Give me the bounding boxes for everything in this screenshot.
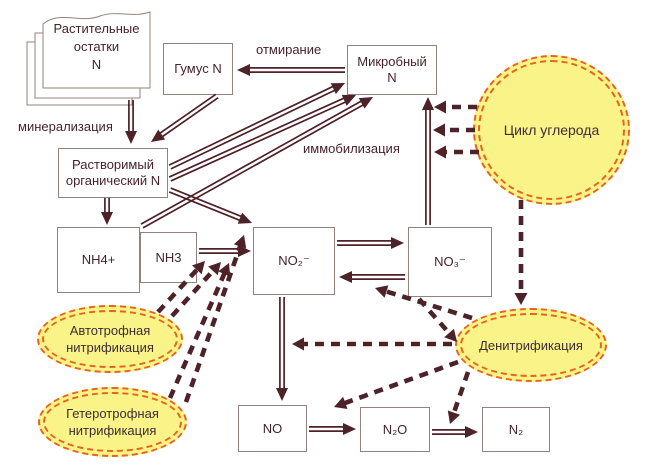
node-denitrification: Денитрификация [455,308,607,382]
node-soluble-organic-line: органический N [65,173,161,188]
node-soluble-organic-line: Растворимый [72,157,154,172]
node-n2-label: N₂ [508,421,524,437]
plant-residues-pages-shape [26,11,151,106]
node-heterotrophic-nitrification: Гетеротрофная нитрификация [38,387,187,457]
node-n2o-label: N₂O [382,421,408,437]
node-plant-residues: Растительные остатки N [45,20,148,74]
node-humus: Гумус N [163,43,233,95]
node-no3: NO₃⁻ [408,227,492,297]
node-microbial-line: Микробный [357,54,427,69]
node-autotrophic-line: Автотрофная [69,323,151,338]
node-soluble-organic: Растворимый органический N [58,148,168,198]
node-plant-residues-line: Растительные [53,21,140,36]
node-microbial-line: N [387,70,397,85]
node-nh3: NH3 [140,232,197,283]
node-nh4-label: NH4+ [81,252,116,267]
node-n2: N₂ [482,407,550,452]
edge-label-immobilization: иммобилизация [303,141,400,156]
node-denitrification-label: Денитрификация [479,337,583,353]
node-n2o: N₂O [360,407,430,452]
node-microbial: Микробный N [347,45,437,95]
edge-label-mineralization: минерализация [18,119,113,134]
node-no2-label: NO₂⁻ [278,253,310,268]
node-humus-label: Гумус N [174,61,222,76]
node-plant-residues-line: N [91,57,102,72]
node-no2: NO₂⁻ [253,227,335,295]
node-heterotrophic-line: Гетеротрофная [66,406,159,421]
node-autotrophic-nitrification: Автотрофная нитрификация [37,305,183,373]
node-carbon-cycle-label: Цикл углерода [503,121,600,138]
node-no3-label: NO₃⁻ [434,254,466,269]
node-autotrophic-line: нитрификация [66,340,154,355]
node-carbon-cycle: Цикл углерода [473,55,630,205]
edge-label-dying-off: отмирание [256,42,322,57]
node-nh3-label: NH3 [155,249,182,265]
node-plant-residues-line: остатки [73,39,120,54]
node-no: NO [238,405,307,452]
node-no-label: NO [262,420,283,436]
node-nh4: NH4+ [57,227,140,293]
node-heterotrophic-line: нитрификация [68,423,157,438]
